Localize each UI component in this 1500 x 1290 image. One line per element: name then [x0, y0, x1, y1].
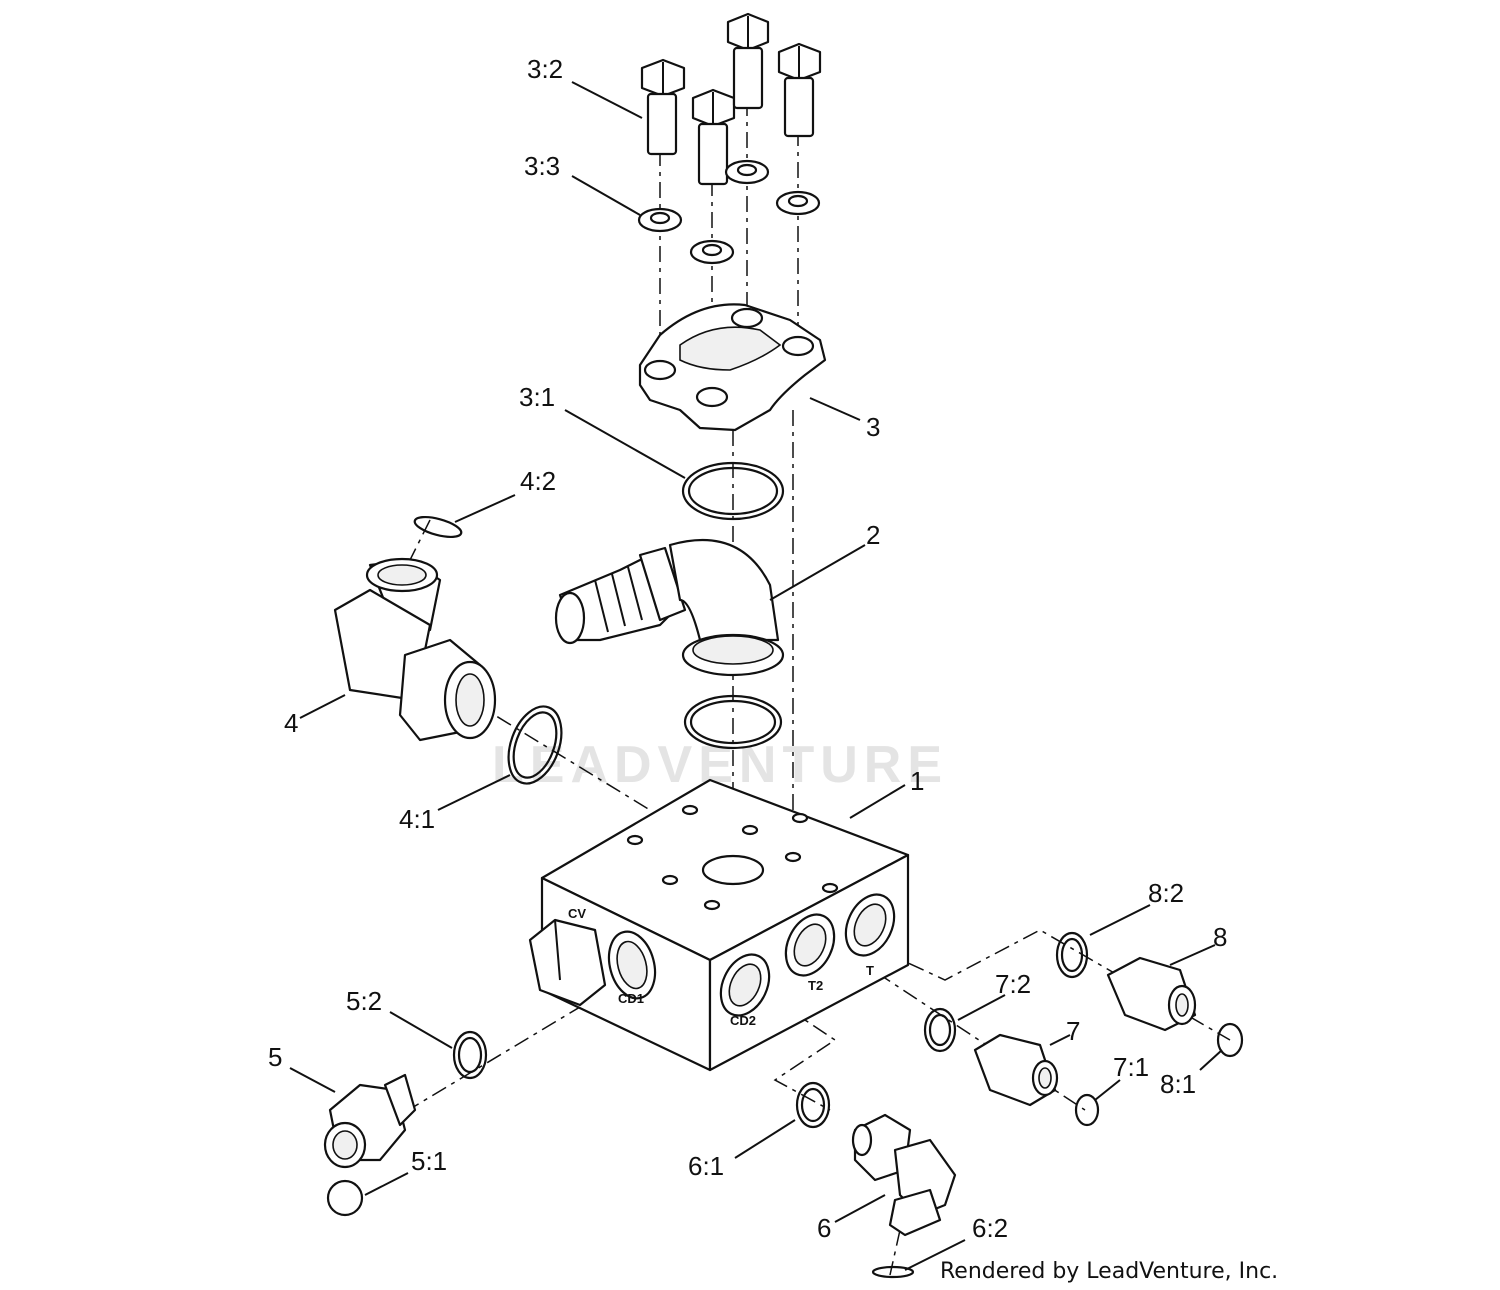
callout-6-1: 6:1	[688, 1151, 724, 1181]
callout-3-1: 3:1	[519, 382, 555, 412]
callout-5: 5	[268, 1042, 282, 1072]
o-ring-2-lower	[683, 694, 783, 750]
straight-fitting-8	[1106, 956, 1197, 1032]
callout-2: 2	[866, 520, 880, 550]
callout-6: 6	[817, 1213, 831, 1243]
lock-washer-set	[637, 159, 821, 265]
elbow-fitting-4	[333, 557, 497, 742]
port-label-cd1: CD1	[618, 991, 644, 1006]
o-ring-3-1	[681, 461, 785, 521]
o-ring-5-1	[326, 1179, 364, 1217]
port-label-t2: T2	[808, 978, 823, 993]
elbow-fitting-6	[851, 1113, 957, 1237]
callout-8: 8	[1213, 922, 1227, 952]
o-ring-5-2	[452, 1030, 488, 1080]
bolt-3	[726, 12, 770, 110]
straight-fitting-7	[973, 1033, 1059, 1107]
callout-1: 1	[910, 766, 924, 796]
o-ring-6-2	[871, 1265, 915, 1279]
port-label-cd2: CD2	[730, 1013, 756, 1028]
callout-5-1: 5:1	[411, 1146, 447, 1176]
callout-6-2: 6:2	[972, 1213, 1008, 1243]
bolt-4	[777, 42, 822, 138]
bolt-2	[691, 88, 736, 186]
o-ring-4-2	[413, 515, 463, 539]
hose-barb-elbow	[554, 538, 785, 677]
callout-7-1: 7:1	[1113, 1052, 1149, 1082]
callout-4-2: 4:2	[520, 466, 556, 496]
o-ring-8-1	[1216, 1022, 1244, 1058]
o-ring-7-2	[923, 1007, 957, 1053]
callout-4: 4	[284, 708, 298, 738]
o-ring-8-2	[1055, 931, 1089, 979]
bolt-1	[640, 58, 686, 156]
callout-labels: 3:2 3:3 3:1 3 4:2 2 4 1 4:1 8:2 8 7:2 7 …	[268, 54, 1227, 1243]
o-ring-4-1	[507, 705, 563, 785]
callout-4-1: 4:1	[399, 804, 435, 834]
leader-lines	[289, 81, 1223, 1271]
split-flange	[638, 303, 827, 432]
callout-7-2: 7:2	[995, 969, 1031, 999]
callout-8-2: 8:2	[1148, 878, 1184, 908]
o-ring-7-1	[1074, 1093, 1100, 1127]
bolt-set	[640, 12, 822, 186]
callout-8-1: 8:1	[1160, 1069, 1196, 1099]
render-credit: Rendered by LeadVenture, Inc.	[940, 1259, 1278, 1284]
callout-7: 7	[1066, 1016, 1080, 1046]
port-label-t: T	[866, 963, 874, 978]
callout-3-3: 3:3	[524, 151, 560, 181]
port-label-cv: CV	[568, 906, 586, 921]
straight-fitting-5	[323, 1073, 417, 1169]
o-ring-6-1	[795, 1081, 831, 1129]
callout-3: 3	[866, 412, 880, 442]
manifold-block	[528, 778, 910, 1072]
callout-5-2: 5:2	[346, 986, 382, 1016]
callout-3-2: 3:2	[527, 54, 563, 84]
